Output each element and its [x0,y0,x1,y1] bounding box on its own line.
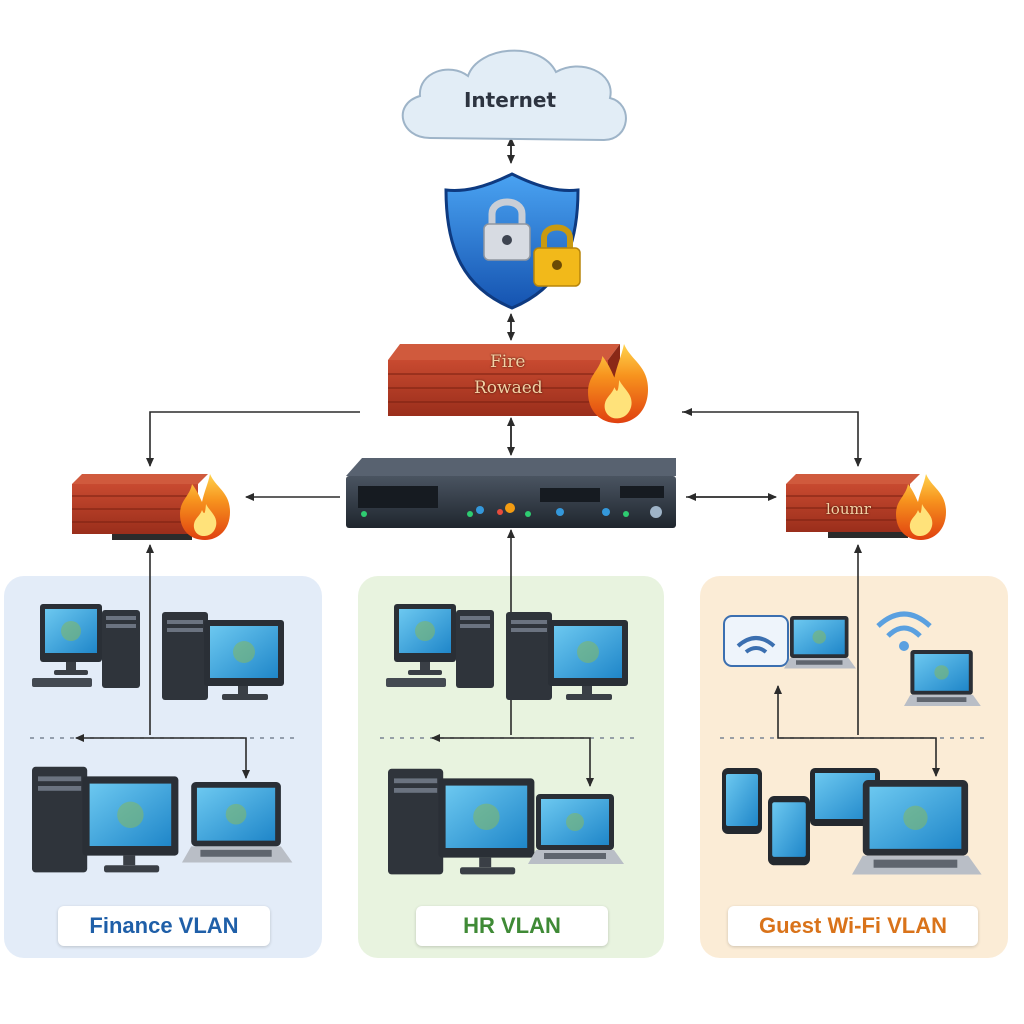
firewall-core-text-2: Rowaed [474,378,543,398]
cloud-icon [401,49,627,142]
wifi-icon [723,615,789,667]
connectors [30,137,990,787]
internet-label: Internet [463,88,557,112]
guest-wifi-vlan-text: Guest Wi-Fi VLAN [758,913,948,938]
laptop-icon [784,616,856,669]
shield-lock-icon [444,172,581,310]
laptop-icon [182,782,293,863]
firewall-right [786,474,946,540]
finance-vlan-label: Finance VLAN [58,906,270,946]
wifi-icon [876,611,932,651]
hr-vlan-label: HR VLAN [416,906,608,946]
guest-devices [722,611,982,875]
firewall-left [72,474,230,540]
laptop-icon [904,650,981,706]
firewall-right-text: loumr [826,500,871,518]
laptop-icon [528,794,624,864]
firewall-core [388,344,648,424]
guest-wifi-vlan-label: Guest Wi-Fi VLAN [728,906,978,946]
tablet-icon [722,768,762,834]
switch-icon [346,458,676,528]
laptop-icon [852,780,982,875]
firewall-core-text-1: Fire [490,352,526,372]
hr-vlan-text: HR VLAN [463,913,561,938]
tablet-icon [768,796,810,866]
finance-vlan-text: Finance VLAN [89,913,239,938]
